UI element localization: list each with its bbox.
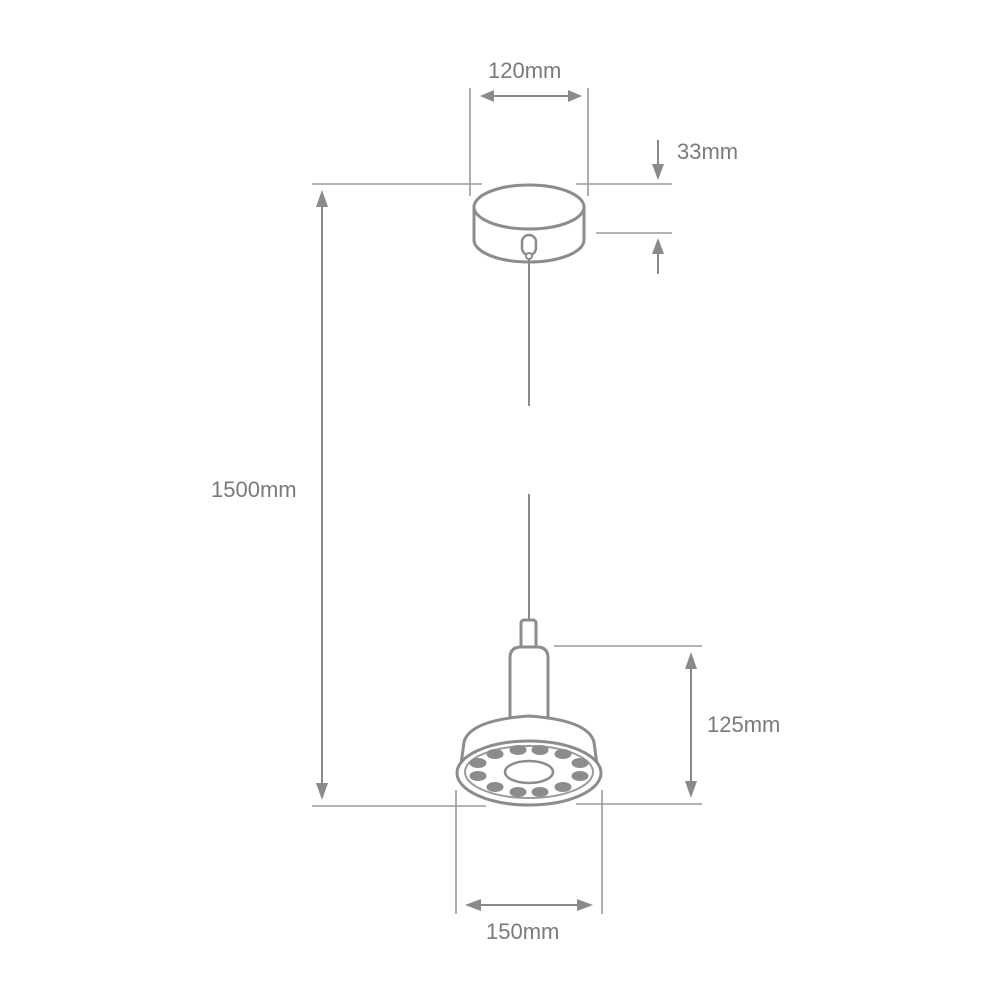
led-12 [469,758,487,768]
led-array [469,745,589,797]
shade-diameter-dimension [455,790,603,914]
shade-height-label: 125mm [707,712,781,737]
led-6 [571,771,589,781]
overall-drop-dimension [312,183,486,807]
led-4 [554,749,572,759]
shade-diameter-label: 150mm [486,919,560,944]
led-9 [509,787,527,797]
ceiling-canopy [472,183,586,264]
canopy-width-dimension [469,88,589,196]
led-10 [486,782,504,792]
led-11 [469,771,487,781]
canopy-height-label: 33mm [677,139,739,164]
canopy-height-dimension [576,140,672,274]
led-2 [509,745,527,755]
overall-drop-label: 1500mm [211,477,297,502]
shade-height-dimension [554,645,702,805]
led-1 [486,749,504,759]
led-3 [531,745,549,755]
led-7 [554,782,572,792]
led-5 [571,758,589,768]
canopy-width-label: 120mm [488,58,562,83]
led-8 [531,787,549,797]
